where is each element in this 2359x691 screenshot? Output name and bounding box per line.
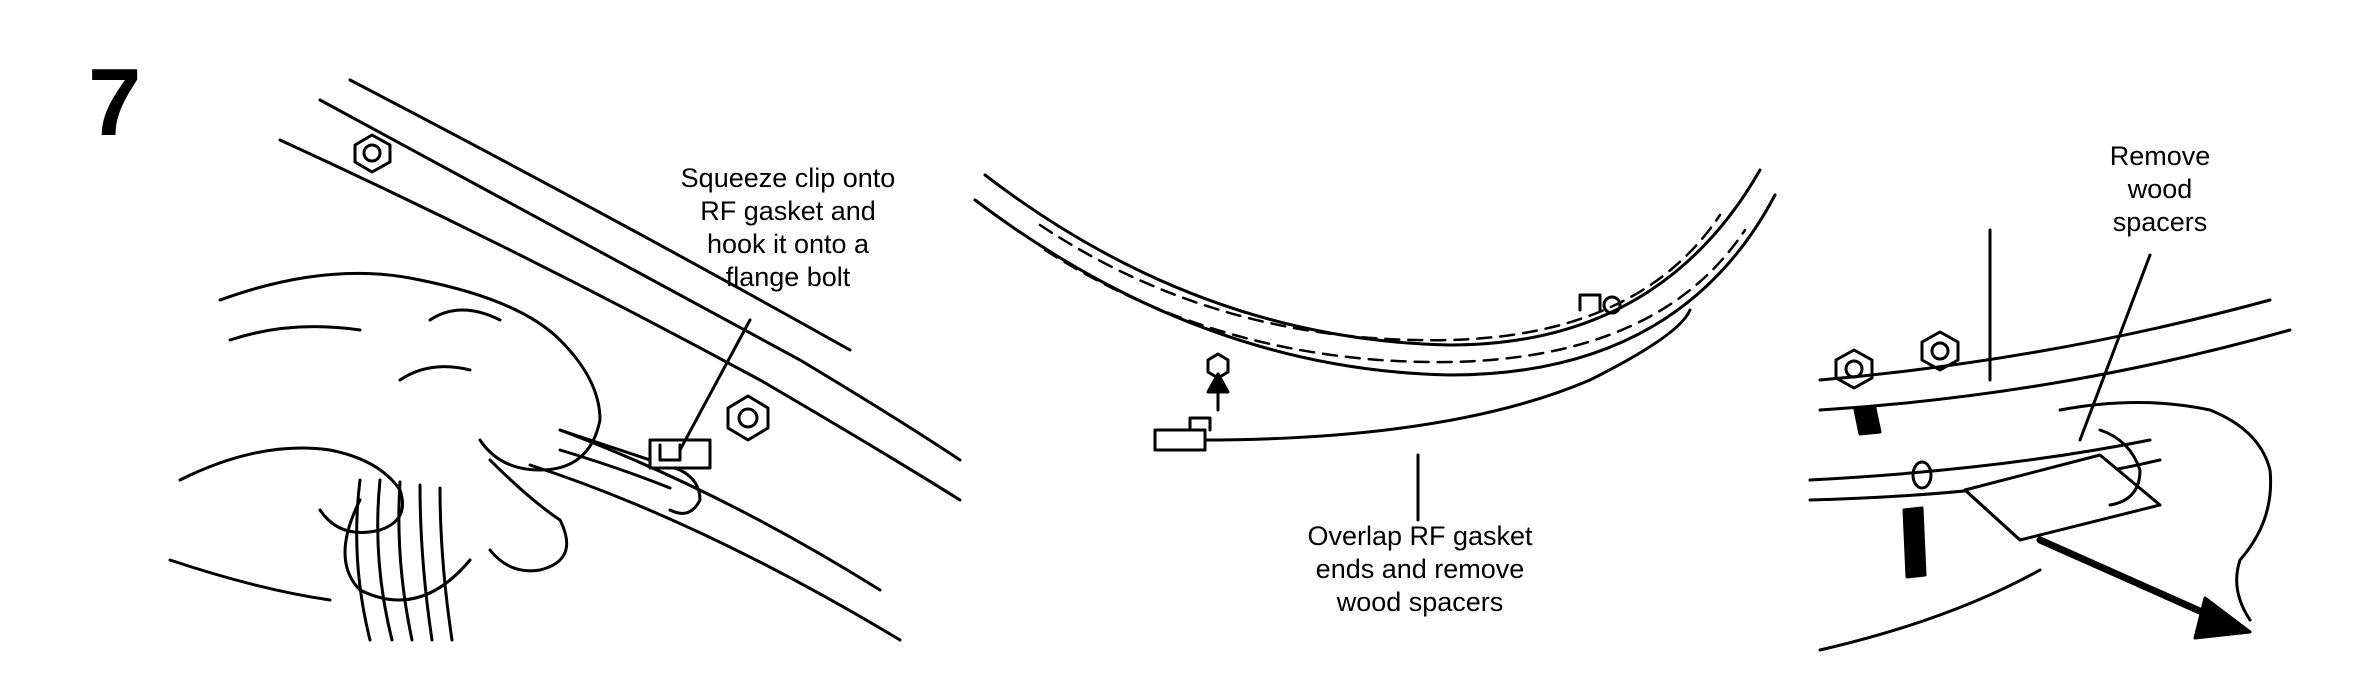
- panel-spacer-illustration: [1808, 228, 2292, 652]
- panel-overlap-illustration: [973, 168, 1777, 522]
- panel-clip-illustration: [168, 78, 962, 642]
- caption-clip-line: Squeeze clip onto: [680, 163, 896, 193]
- caption-clip: Squeeze clip onto RF gasket and hook it …: [638, 162, 938, 294]
- flange-bolt-right: [1920, 330, 1960, 372]
- caption-remove-line: spacers: [2112, 207, 2208, 237]
- caption-remove-line: wood: [2127, 174, 2193, 204]
- caption-remove: Remove wood spacers: [2080, 140, 2240, 239]
- flange-bolt-left: [1834, 348, 1874, 390]
- caption-clip-line: RF gasket and: [700, 196, 876, 226]
- caption-clip-line: hook it onto a: [706, 229, 870, 259]
- step-number: 7: [88, 49, 142, 156]
- caption-clip-line: flange bolt: [725, 262, 851, 292]
- caption-overlap-line: ends and remove: [1315, 554, 1525, 584]
- caption-overlap-line: Overlap RF gasket: [1307, 521, 1533, 551]
- caption-remove-line: Remove: [2109, 141, 2211, 171]
- caption-overlap-line: wood spacers: [1336, 587, 1504, 617]
- flange-bolt-lower: [726, 394, 770, 442]
- caption-overlap: Overlap RF gasket ends and remove wood s…: [1270, 520, 1570, 619]
- flange-bolt-upper: [353, 133, 392, 174]
